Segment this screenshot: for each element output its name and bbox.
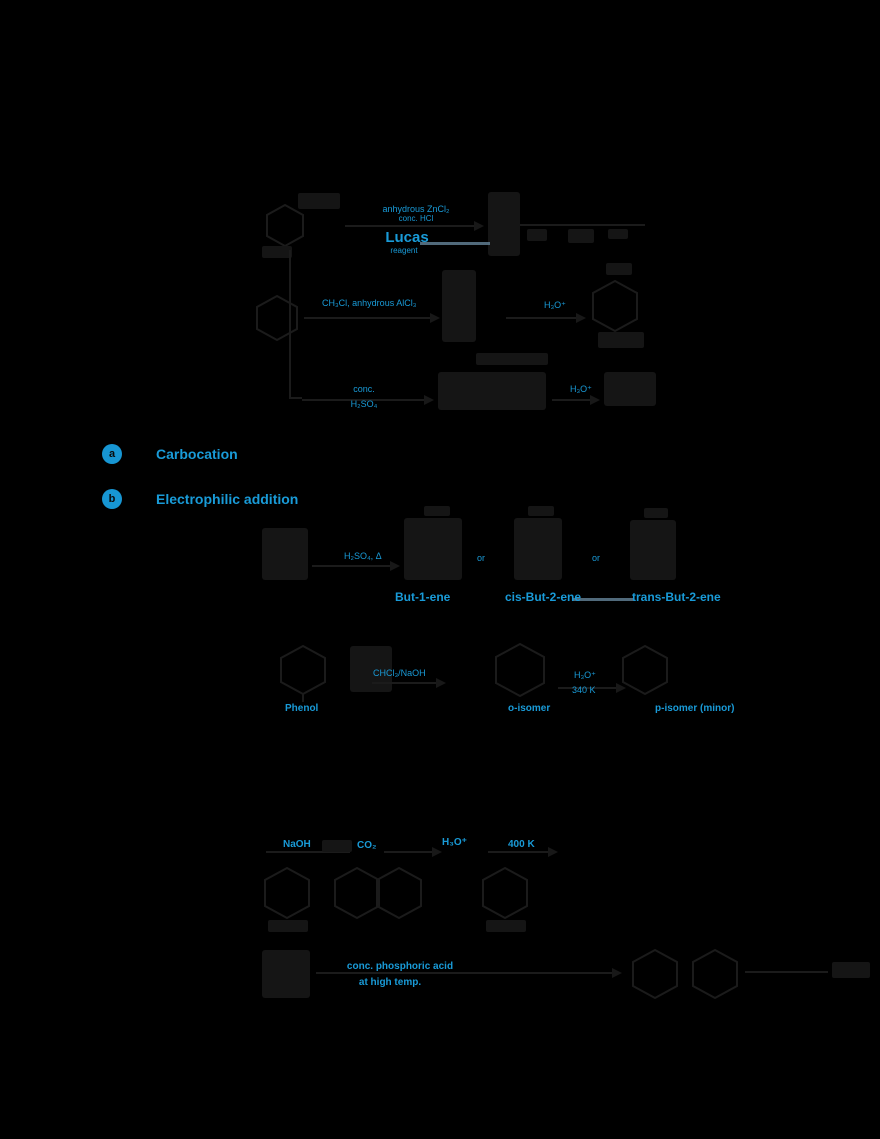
b3-reagent3-label: H₃O⁺ <box>442 837 467 848</box>
arrow-row2 <box>304 313 440 323</box>
b4-reagent-top-label: conc. phosphoric acid <box>346 961 454 972</box>
arrow-row3b <box>552 395 600 405</box>
structure-b2-reagent-struct <box>350 646 392 692</box>
structure-b4-reactant <box>262 950 310 998</box>
b1-product3-name: trans-But-2-ene <box>632 590 721 604</box>
bullet-a-marker: a <box>108 448 116 460</box>
structure-row2-intermediate <box>442 270 476 342</box>
b2-arrow2-bottom-label: 340 K <box>572 685 596 695</box>
arrow-b2b <box>558 683 626 693</box>
row1-big-label: Lucas <box>385 229 429 246</box>
b1-connector2-label: or <box>592 553 601 563</box>
b3-reagent2-label: CO₂ <box>357 840 377 851</box>
row2-workup-label: H₃O⁺ <box>544 300 566 310</box>
structure-b1-product3-top <box>644 508 668 518</box>
row3-reagent-bottom-label: H₂SO₄ <box>350 399 378 409</box>
arrow-b4 <box>316 968 622 978</box>
arrow-row1 <box>345 221 484 231</box>
muted-underline-row1 <box>420 242 490 245</box>
structure-b3-compound1 <box>264 866 310 932</box>
structure-b1-product2-top <box>528 506 554 516</box>
b2-arrow2-top-label: H₃O⁺ <box>574 670 596 680</box>
row1-reagent-label: anhydrous ZnCl₂ <box>382 204 450 214</box>
b2-product-mid-name: o-isomer <box>508 703 551 714</box>
arrow-b2 <box>372 678 446 688</box>
structure-b1-product1-top <box>424 506 450 516</box>
bullet-b: b <box>102 489 122 509</box>
structure-b1-product3 <box>630 520 676 580</box>
structure-row2-reactant <box>256 294 298 342</box>
structure-row3-product2 <box>604 372 656 406</box>
structure-row2-product <box>592 263 644 348</box>
row1-reagent-sub-label: conc. HCl <box>398 214 434 223</box>
b3-reagent1-label: NaOH <box>283 839 311 850</box>
structure-row3-product <box>438 353 548 410</box>
bullet-a: a <box>102 444 122 464</box>
row2-reagent-label: CH₃Cl, anhydrous AlCl₃ <box>322 298 417 308</box>
answer-term-b: Electrophilic addition <box>156 491 299 507</box>
structure-b1-reactant <box>262 528 308 580</box>
arrows-b3 <box>266 840 558 857</box>
row3-workup-label: H₃O⁺ <box>570 384 592 394</box>
arrow-b1 <box>312 561 400 571</box>
b3-reagent4-label: 400 K <box>508 839 535 850</box>
structure-b2-product2 <box>622 644 668 696</box>
b2-product-right-name: p-isomer (minor) <box>655 703 735 714</box>
row3-reagent-top-label: conc. <box>353 384 375 394</box>
structure-row1-product <box>488 192 645 256</box>
structure-b2-product1 <box>495 642 545 698</box>
answer-term-a: Carbocation <box>156 446 238 462</box>
arrow-row3 <box>302 395 434 405</box>
b1-connector1-label: or <box>477 553 486 563</box>
structure-b3-compound2 <box>334 866 422 920</box>
b1-product2-name: cis-But-2-ene <box>505 590 582 604</box>
bullet-b-marker: b <box>108 493 116 505</box>
b2-arrow1-reagent-label: CHCl₃/NaOH <box>373 668 426 678</box>
b2-reactant-name: Phenol <box>285 703 319 714</box>
structure-b1-product2 <box>514 518 562 580</box>
structure-row1-reactant <box>262 193 340 258</box>
structure-b1-product1 <box>404 518 462 580</box>
branch-line <box>289 250 302 399</box>
b1-product1-name: But-1-ene <box>395 590 451 604</box>
b4-reagent-bottom-label: at high temp. <box>358 977 422 988</box>
muted-underline-b1 <box>572 598 634 601</box>
structure-b3-compound3 <box>482 866 528 932</box>
arrow-row2b <box>506 313 586 323</box>
row1-big-sub-label: reagent <box>390 246 418 255</box>
structure-b2-reactant <box>280 644 326 702</box>
structure-b4-product <box>632 948 870 1000</box>
b1-arrow-reagent-label: H₂SO₄, Δ <box>344 551 382 561</box>
